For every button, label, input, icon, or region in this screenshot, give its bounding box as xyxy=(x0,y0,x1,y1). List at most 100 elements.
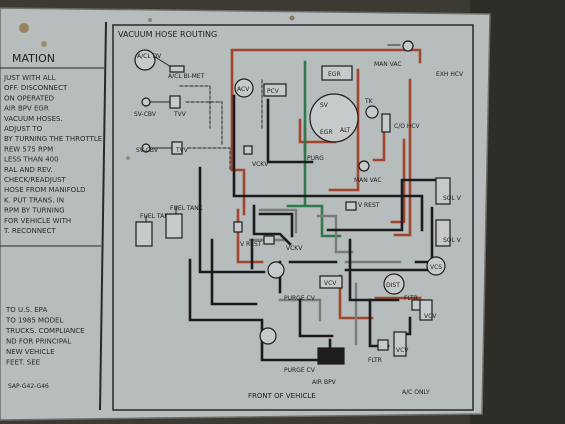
left-panel-line: VACUUM HOSES. xyxy=(4,115,63,123)
svg-text:SOL V: SOL V xyxy=(443,237,462,244)
svg-text:MAN VAC: MAN VAC xyxy=(374,61,402,68)
egr-valve: EGR SV PURG EGR ALT xyxy=(307,65,359,162)
svg-text:C/O HCV: C/O HCV xyxy=(394,123,421,130)
left-panel-line: ON OPERATED xyxy=(4,94,54,102)
left-panel-line: FOR VEHICLE WITH xyxy=(4,217,71,225)
left-panel-bottom-lines: TO U.S. EPA TO 1985 MODEL TRUCKS. COMPLIAN… xyxy=(5,306,85,367)
fltr-2: FLTR xyxy=(368,339,389,364)
vcv-2: VCV xyxy=(419,299,437,321)
svg-text:FLTR: FLTR xyxy=(368,357,382,364)
svg-text:PURG: PURG xyxy=(307,155,324,162)
svg-text:VCV: VCV xyxy=(324,280,337,287)
sv-cbv-1: SV-CBV xyxy=(134,97,157,118)
red-hoses xyxy=(230,48,422,320)
svg-text:MAN VAC: MAN VAC xyxy=(354,177,382,184)
v-rest-1: V REST xyxy=(233,221,262,248)
svg-text:VCV: VCV xyxy=(424,313,437,320)
left-panel-bottom-line: TO 1985 MODEL xyxy=(5,317,63,325)
svg-text:ACV: ACV xyxy=(237,86,250,93)
svg-text:A/CL BI-MET: A/CL BI-MET xyxy=(168,73,205,80)
vckv-2: VCKV xyxy=(263,235,303,252)
left-panel-line: HOSE FROM MANIFOLD xyxy=(4,186,85,194)
left-panel-line: RAL AND REV. xyxy=(4,166,53,174)
left-panel-line: BY TURNING THE THROTTLE xyxy=(4,135,102,143)
v-rest-2: V REST xyxy=(345,201,380,211)
svg-text:VCKV: VCKV xyxy=(252,161,269,168)
tvv-1: TVV xyxy=(169,95,187,118)
svg-text:VCKV: VCKV xyxy=(286,245,303,252)
distributor: DIST xyxy=(383,273,405,295)
vcv-1: VCV xyxy=(319,275,343,289)
left-panel-line: ADJUST TO xyxy=(4,125,43,133)
fuel-tank-1: FUEL TANK xyxy=(135,213,174,247)
left-panel-lines: JUST WITH ALL OFF. DISCONNECT ON OPERATED A… xyxy=(3,74,102,235)
svg-text:SV-CBV: SV-CBV xyxy=(134,111,157,118)
svg-text:TK: TK xyxy=(364,98,374,105)
svg-text:FUEL TANK: FUEL TANK xyxy=(140,213,174,220)
purge-cv-2: PURGE CV xyxy=(259,327,316,374)
sol-v-2: SOL V xyxy=(435,219,462,247)
svg-text:FLTR: FLTR xyxy=(404,295,418,302)
svg-text:PURGE CV: PURGE CV xyxy=(284,367,316,374)
svg-text:A/CL DV: A/CL DV xyxy=(137,53,162,60)
left-panel-line: RPM BY TURNING xyxy=(4,207,65,215)
exh-hcv: EXH HCV xyxy=(402,40,464,78)
svg-text:SOL V: SOL V xyxy=(443,195,462,202)
front-of-vehicle-label: FRONT OF VEHICLE xyxy=(248,392,316,400)
part-number: SAP-G42-G46 xyxy=(8,383,49,390)
left-panel-bottom-line: TO U.S. EPA xyxy=(5,306,47,314)
svg-text:VCV: VCV xyxy=(396,347,409,354)
sol-v-1: SOL V xyxy=(435,177,462,205)
left-panel-bottom-line: NEW VEHICLE xyxy=(6,348,55,356)
vacuum-hoses xyxy=(145,44,442,362)
black-hoses xyxy=(188,94,442,362)
ac-only-note: A/C ONLY xyxy=(402,389,430,396)
svg-text:ALT: ALT xyxy=(340,127,351,134)
purge-cv-1: PURGE CV xyxy=(267,261,316,302)
left-panel-line: LESS THAN 400 xyxy=(4,156,59,164)
fuel-tank-2: FUEL TANK xyxy=(165,205,204,239)
left-panel-line: CHECK/READJUST xyxy=(4,176,67,184)
left-panel-bottom-line: ND FOR PRINCIPAL xyxy=(6,338,71,346)
svg-text:PURGE CV: PURGE CV xyxy=(284,295,316,302)
vcv-3: VCV xyxy=(393,331,409,357)
svg-text:EXH HCV: EXH HCV xyxy=(436,71,464,78)
components: A/CL DV A/CL BI-MET SV-CBV TVV SV-CBV TV… xyxy=(134,40,464,386)
svg-text:EGR: EGR xyxy=(328,71,341,78)
tk-valve: TK xyxy=(364,98,379,119)
acl-bimet-sensor: A/CL BI-MET xyxy=(168,65,205,80)
green-hoses xyxy=(286,60,342,238)
air-bpv: AIR BPV xyxy=(312,347,345,386)
left-panel-line: AIR BPV EGR xyxy=(4,105,49,113)
acv-valve: ACV xyxy=(234,78,254,98)
svg-text:VCS: VCS xyxy=(430,264,442,271)
svg-text:FUEL TANK: FUEL TANK xyxy=(170,205,204,212)
left-panel-line: OFF. DISCONNECT xyxy=(4,84,68,92)
svg-text:SV: SV xyxy=(320,102,329,109)
left-panel-bottom-line: TRUCKS. COMPLIANCE xyxy=(5,327,85,335)
svg-text:SV-CBV: SV-CBV xyxy=(136,147,159,154)
left-panel: MATION JUST WITH ALL OFF. DISCONNECT ON OP… xyxy=(3,52,102,390)
svg-text:EGR: EGR xyxy=(320,129,333,136)
left-panel-title: MATION xyxy=(12,52,55,65)
svg-text:V REST: V REST xyxy=(358,202,380,209)
left-panel-bottom-line: FEET. SEE xyxy=(6,359,40,367)
co-hcv: C/O HCV xyxy=(381,113,421,133)
left-panel-line: T. RECONNECT xyxy=(3,227,56,235)
vcs-sensor: VCS xyxy=(426,256,446,276)
svg-text:TVV: TVV xyxy=(173,111,187,118)
gray-hoses xyxy=(248,208,402,346)
svg-text:AIR BPV: AIR BPV xyxy=(312,379,337,386)
svg-text:PCV: PCV xyxy=(267,88,280,95)
svg-text:TVV: TVV xyxy=(175,147,189,154)
svg-text:DIST: DIST xyxy=(386,282,400,289)
left-panel-line: JUST WITH ALL xyxy=(3,74,56,82)
man-vac-mid: MAN VAC xyxy=(354,160,382,184)
tvv-2: TVV xyxy=(171,141,189,155)
vckv-1: VCKV xyxy=(243,145,269,168)
dashed-lines xyxy=(179,79,263,171)
sv-cbv-2: SV-CBV xyxy=(136,143,159,154)
man-vac-top: MAN VAC xyxy=(374,61,402,68)
svg-text:V REST: V REST xyxy=(240,241,262,248)
